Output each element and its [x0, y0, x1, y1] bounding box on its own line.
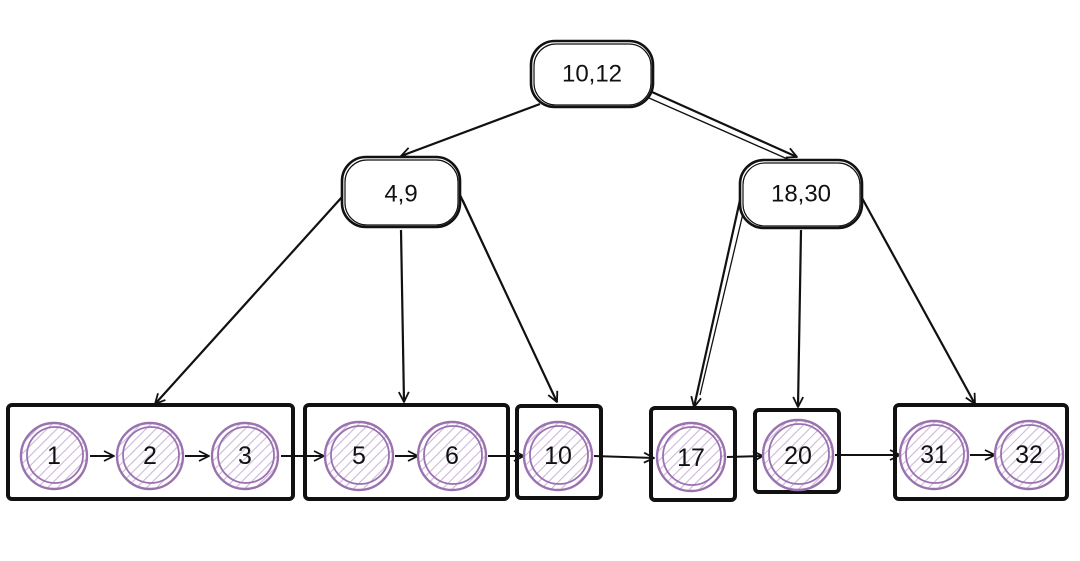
key-1-label: 1	[47, 442, 61, 470]
edge-4-9-to-leaf-1	[154, 196, 343, 405]
key-31: 31	[898, 419, 970, 491]
edge-18-30-to-leaf-4-sketch	[699, 204, 746, 396]
edge-4-9-to-leaf-3-sketch	[462, 199, 553, 393]
edge-18-30-to-leaf-5	[792, 229, 804, 408]
leaf-link-arrows	[90, 449, 996, 464]
key-10: 10	[522, 420, 594, 492]
key-6-label: 6	[445, 442, 459, 470]
key-3-label: 3	[238, 442, 252, 470]
edge-root-to-4-9	[400, 102, 541, 159]
root-node-label: 10,12	[562, 61, 622, 88]
leaf-box-2	[303, 403, 510, 501]
root-node: 10,12	[529, 39, 655, 109]
key-17: 17	[655, 421, 727, 493]
key-2-label: 2	[143, 442, 157, 470]
edge-root-to-18-30-sketch	[648, 97, 793, 162]
key-17-label: 17	[677, 444, 705, 472]
tree-edges	[154, 90, 976, 408]
edge-root-to-18-30	[651, 90, 798, 159]
internal-node-left-label: 4,9	[384, 181, 417, 208]
internal-node-right-label: 18,30	[771, 181, 831, 208]
key-1: 1	[19, 421, 89, 491]
edge-4-9-to-leaf-2	[398, 229, 410, 403]
key-3: 3	[210, 421, 280, 491]
leaf-box-1	[6, 403, 295, 501]
key-5-label: 5	[352, 442, 366, 470]
internal-node-right: 18,30	[738, 158, 864, 230]
key-20-label: 20	[784, 442, 812, 470]
internal-node-left: 4,9	[340, 155, 462, 229]
key-20: 20	[761, 418, 835, 492]
key-32-label: 32	[1015, 441, 1043, 469]
link-10-17	[593, 451, 655, 464]
edge-18-30-to-leaf-6	[861, 197, 976, 405]
key-5: 5	[323, 420, 395, 492]
key-6: 6	[416, 420, 488, 492]
edge-18-30-to-leaf-4	[690, 199, 742, 408]
leaf-keys: 1 2 3 5 6 10 17	[19, 418, 1065, 493]
key-31-label: 31	[920, 441, 948, 469]
key-2: 2	[115, 421, 185, 491]
key-10-label: 10	[544, 442, 572, 470]
key-32: 32	[993, 419, 1065, 491]
link-17-20	[726, 450, 764, 463]
